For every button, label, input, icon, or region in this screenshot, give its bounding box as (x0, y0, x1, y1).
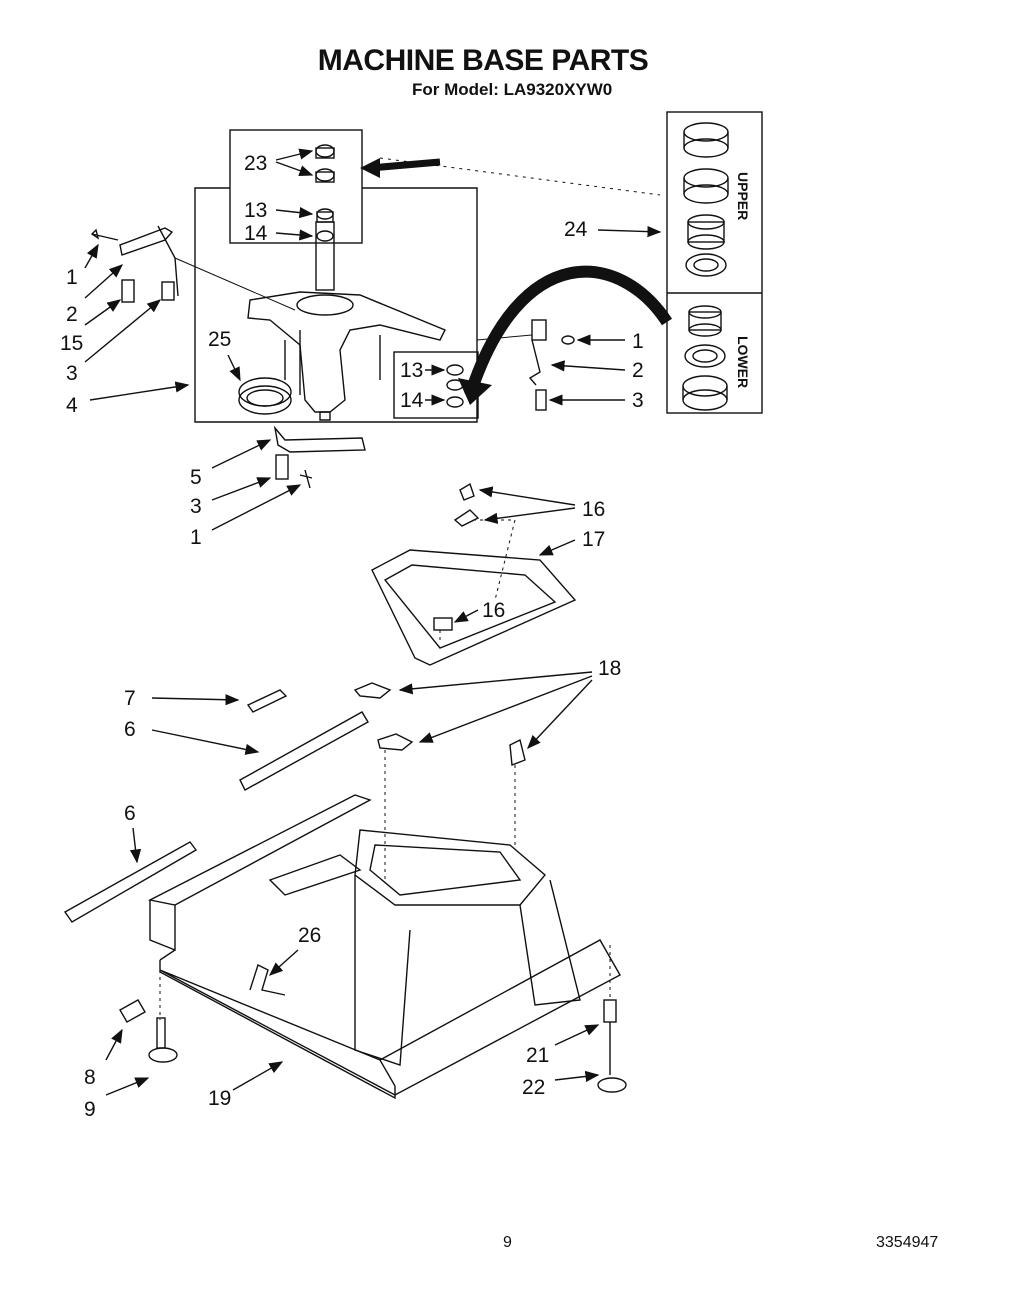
callout-6-lower: 6 (124, 802, 136, 825)
callout-23: 23 (244, 152, 267, 175)
lower-label: LOWER (735, 336, 751, 388)
curved-arrow (464, 265, 673, 397)
callout-1-left: 1 (66, 266, 78, 289)
callout-7: 7 (124, 687, 136, 710)
upper-label: UPPER (735, 172, 751, 220)
left-bracket-assembly (90, 225, 296, 311)
callout-18: 18 (598, 657, 621, 680)
callout-14-top: 14 (244, 222, 268, 245)
callout-13-top: 13 (244, 199, 267, 222)
callout-22: 22 (522, 1076, 545, 1099)
callout-4: 4 (66, 394, 78, 417)
callout-2-right: 2 (632, 359, 644, 382)
document-number: 3354947 (876, 1234, 939, 1251)
callout-3-left: 3 (66, 362, 78, 385)
callout-1-lower: 1 (190, 526, 202, 549)
callout-arrows (84, 148, 662, 1096)
upper-bar (239, 711, 369, 791)
callout-2-left: 2 (66, 303, 78, 326)
callout-3-lower: 3 (190, 495, 202, 518)
callout-26: 26 (298, 924, 321, 947)
leader-lines (159, 519, 611, 1020)
model-subtitle: For Model: LA9320XYW0 (412, 80, 613, 99)
seal-ring (238, 377, 292, 415)
callout-16-mid: 16 (482, 599, 505, 622)
callout-25: 25 (208, 328, 231, 351)
page-title: MACHINE BASE PARTS (317, 44, 649, 77)
callout-9: 9 (84, 1098, 96, 1121)
callout-15: 15 (60, 332, 83, 355)
upper-lower-kit-box (666, 111, 763, 414)
bearing-kit-box (229, 129, 363, 244)
lower-bar (63, 841, 198, 923)
machine-base (147, 794, 621, 1100)
callout-1-right: 1 (632, 330, 644, 353)
leveling-feet (119, 999, 627, 1093)
clip-26 (249, 964, 286, 996)
kit-pointer-arrow (369, 158, 441, 172)
transmission-box (194, 187, 478, 423)
callout-6-upper: 6 (124, 718, 136, 741)
callout-13-right: 13 (400, 359, 423, 382)
callout-8: 8 (84, 1066, 96, 1089)
page-number: 9 (503, 1234, 512, 1251)
callout-14-right: 14 (400, 389, 424, 412)
small-bearings (446, 364, 464, 408)
callout-24: 24 (564, 218, 588, 241)
lower-bracket (273, 425, 366, 489)
callout-19: 19 (208, 1087, 231, 1110)
clips-and-spring (246, 682, 526, 766)
upper-bearing-rings (683, 122, 729, 277)
callout-3-right: 3 (632, 389, 644, 412)
callout-16-top: 16 (582, 498, 605, 521)
top-bearings (315, 144, 335, 242)
top-frame (371, 482, 577, 666)
callout-17: 17 (582, 528, 605, 551)
lower-bearing-rings (682, 305, 728, 411)
callout-5: 5 (190, 466, 202, 489)
right-bracket-assembly (476, 319, 575, 411)
transmission (247, 221, 446, 421)
callout-21: 21 (526, 1044, 549, 1067)
